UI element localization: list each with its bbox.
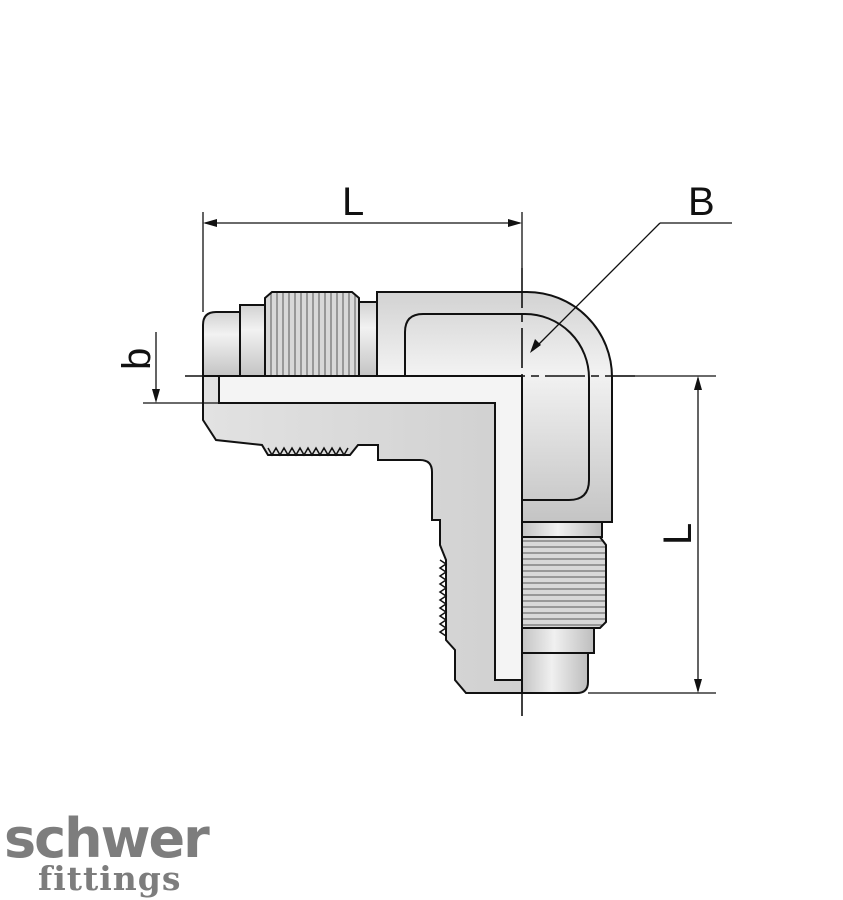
top-l-arrow-left: [203, 219, 217, 227]
elbow-body-inner-outline: [404, 313, 590, 501]
left-shoulder: [358, 301, 378, 377]
top-length-label: L: [342, 180, 364, 224]
section-wall: [202, 375, 523, 694]
right-l-arrow-top: [694, 376, 702, 390]
right-length-label: L: [656, 523, 700, 545]
left-external-thread: [264, 291, 360, 377]
right-l-arrow-bottom: [694, 679, 702, 693]
b-arrow: [152, 389, 160, 403]
section-thread-left: [267, 446, 349, 457]
dimension-annotations: [143, 212, 732, 694]
lower-flare-nose: [521, 652, 589, 694]
lower-relief-collar: [521, 627, 595, 654]
section-thread-lower: [438, 559, 448, 637]
vertical-branch-exterior: [521, 521, 607, 694]
brand-name: schwer: [4, 807, 210, 870]
center-lines: [185, 268, 635, 716]
elbow-body-exterior: [376, 291, 613, 523]
sectional-view: [202, 375, 523, 694]
brand-logo: schwer fittings: [4, 807, 212, 898]
b-bore-leader-diagonal: [532, 222, 661, 351]
bore-label: B: [688, 180, 715, 224]
offset-label: b: [115, 348, 159, 370]
b-bore-leader-arrow: [530, 339, 541, 353]
left-relief-collar: [239, 304, 266, 377]
lower-shoulder: [521, 521, 603, 538]
lower-external-thread: [521, 536, 607, 629]
top-l-arrow-right: [508, 219, 522, 227]
brand-tagline: fittings: [38, 859, 181, 898]
left-flare-nose: [202, 311, 241, 377]
